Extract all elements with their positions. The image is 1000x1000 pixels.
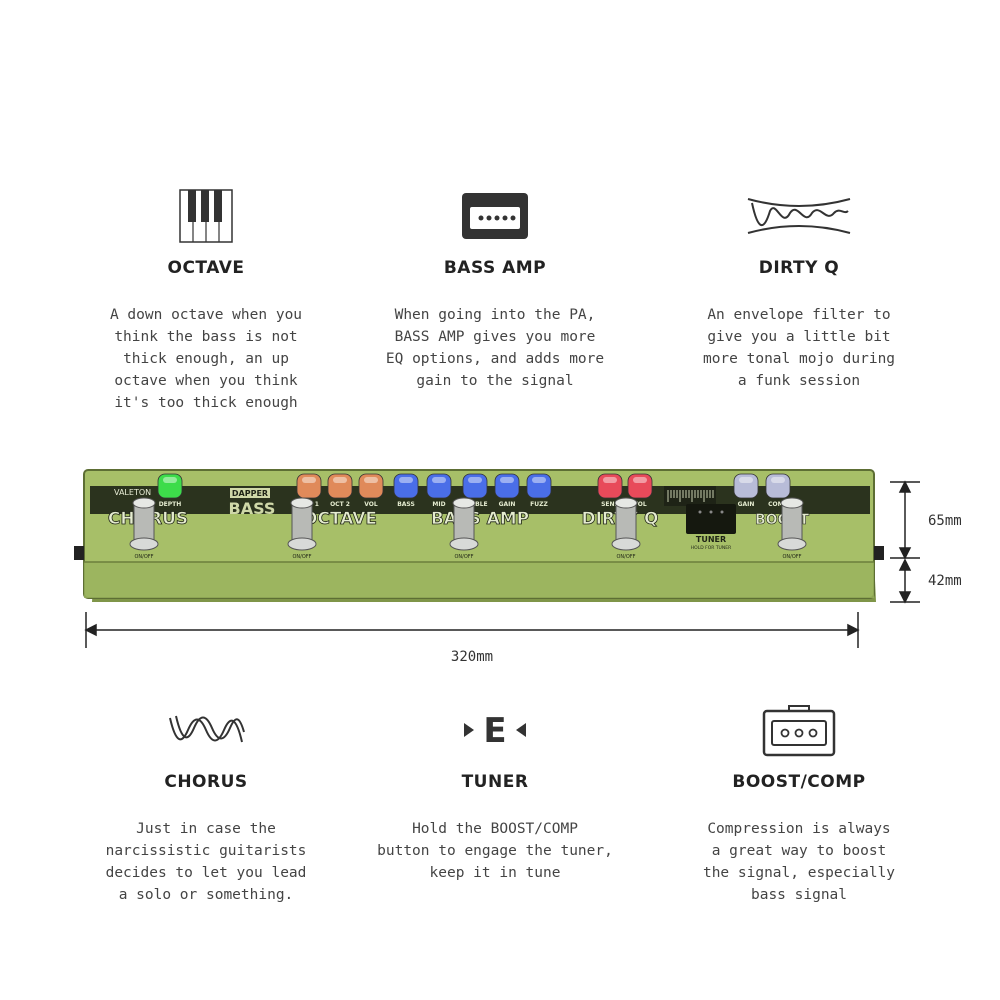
knob-1[interactable] (157, 473, 183, 499)
knob-label: DEPTH (159, 501, 182, 508)
knob-5[interactable] (393, 473, 419, 499)
knob-10[interactable] (597, 473, 623, 499)
footswitch-4[interactable]: ON/OFF (611, 497, 641, 560)
knob-4[interactable] (358, 473, 384, 499)
feature-dirty-q: DIRTY Q An envelope filter to give you a… (659, 186, 939, 392)
footswitch-3[interactable]: ON/OFF (449, 497, 479, 560)
pedal-brand: VALETON (114, 488, 151, 497)
knob-7[interactable] (462, 473, 488, 499)
envelope-wave-icon (659, 186, 939, 246)
knob-label: VOL (633, 501, 647, 508)
knob-3[interactable] (327, 473, 353, 499)
knob-label: MID (432, 501, 445, 508)
footswitch-1[interactable]: ON/OFF (129, 497, 159, 560)
dimension-length: 320mm (451, 649, 493, 665)
feature-description: When going into the PA, BASS AMP gives y… (385, 307, 605, 389)
feature-title: DIRTY Q (758, 258, 840, 278)
boost-amp-icon (659, 700, 939, 760)
footswitch-label: ON/OFF (454, 554, 473, 560)
pedal-model-main: BASS (229, 499, 276, 518)
footswitch-label: ON/OFF (616, 554, 635, 560)
knob-12[interactable] (733, 473, 759, 499)
feature-title: OCTAVE (167, 258, 245, 278)
tuner-e-icon: E (355, 700, 635, 760)
knob-2[interactable] (296, 473, 322, 499)
footswitch-label: ON/OFF (134, 554, 153, 560)
feature-description: An envelope filter to give you a little … (702, 307, 896, 389)
dimension-depth: 42mm (928, 573, 962, 589)
knob-label: FUZZ (530, 501, 548, 508)
piano-keys-icon (66, 186, 346, 246)
knob-label: OCT 2 (330, 501, 350, 508)
knob-label: VOL (364, 501, 378, 508)
feature-title: BOOST/COMP (732, 772, 866, 792)
feature-description: Compression is always a great way to boo… (702, 821, 896, 903)
feature-bass-amp: BASS AMP When going into the PA, BASS AM… (355, 186, 635, 392)
pedal-image: VALETON DAPPER BASS CHORUS OCTAVE BASS A… (74, 469, 884, 602)
feature-title: BASS AMP (443, 258, 547, 278)
footswitch-2[interactable]: ON/OFF (287, 497, 317, 560)
footswitch-label: ON/OFF (782, 554, 801, 560)
feature-octave: OCTAVE A down octave when you think the … (66, 186, 346, 414)
knob-8[interactable] (494, 473, 520, 499)
feature-chorus: CHORUS Just in case the narcissistic gui… (66, 700, 346, 906)
pedal-tuner-label: TUNER (696, 535, 726, 544)
feature-description: Hold the BOOST/COMP button to engage the… (377, 821, 613, 881)
chorus-wave-icon (66, 700, 346, 760)
knob-label: COMP (768, 501, 788, 508)
knob-label: SENS (601, 501, 619, 508)
tuner-icon-letter: E (483, 711, 506, 750)
feature-description: A down octave when you think the bass is… (109, 307, 303, 411)
feature-title: TUNER (461, 772, 529, 792)
knob-label: GAIN (738, 501, 755, 508)
pedal-model-top: DAPPER (232, 489, 268, 498)
knob-6[interactable] (426, 473, 452, 499)
knob-9[interactable] (526, 473, 552, 499)
section-label-octave: OCTAVE (303, 509, 377, 529)
dimension-height: 65mm (928, 513, 962, 529)
feature-description: Just in case the narcissistic guitarists… (105, 821, 307, 903)
feature-tuner: E TUNER Hold the BOOST/COMP button to en… (355, 700, 635, 884)
footswitch-label: ON/OFF (292, 554, 311, 560)
footswitch-5[interactable]: ON/OFF (777, 497, 807, 560)
knob-label: GAIN (499, 501, 516, 508)
knob-label: BASS (397, 501, 415, 508)
feature-title: CHORUS (164, 772, 248, 792)
pedal-tuner-sub: HOLD FOR TUNER (691, 545, 731, 551)
knob-11[interactable] (627, 473, 653, 499)
feature-boost-comp: BOOST/COMP Compression is always a great… (659, 700, 939, 906)
bass-amp-icon (355, 186, 635, 246)
knob-13[interactable] (765, 473, 791, 499)
